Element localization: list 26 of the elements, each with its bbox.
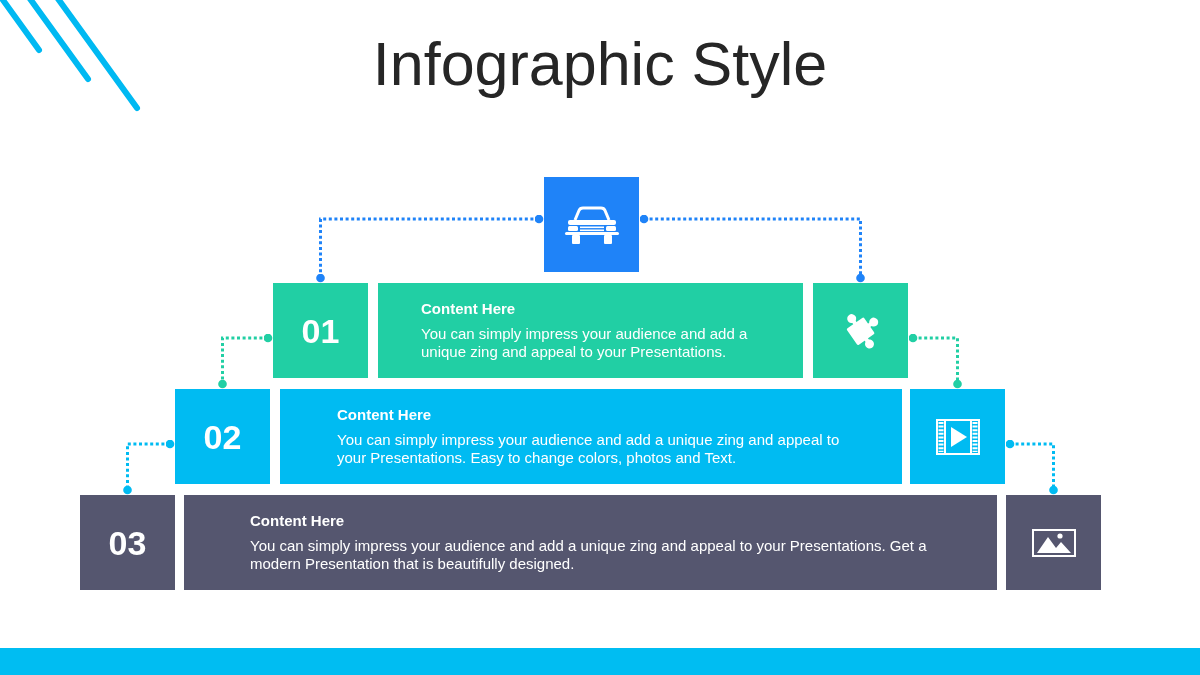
dotted-connector <box>218 333 273 389</box>
content-heading: Content Here <box>421 300 516 318</box>
step-number: 02 <box>203 417 242 456</box>
content-panel <box>378 283 803 378</box>
content-heading: Content Here <box>337 406 432 424</box>
icon-tile <box>1006 495 1101 590</box>
dotted-connector <box>1005 439 1058 495</box>
icon-tile <box>813 283 908 378</box>
content-panel <box>280 389 902 484</box>
step-number: 03 <box>108 523 147 562</box>
content-panel <box>184 495 997 590</box>
content-text: You can simply impress your audience and add a unique zing and appeal to your Presentations. Easy to change colors, photos and Text. <box>337 431 841 467</box>
dotted-connector <box>908 333 962 389</box>
number-tile <box>80 495 175 590</box>
content-text: You can simply impress your audience and add a unique zing and appeal to your Presentations. <box>421 325 749 361</box>
content-heading: Content Here <box>250 512 345 530</box>
icon-tile <box>910 389 1005 484</box>
icon-tile <box>544 177 639 272</box>
number-tile <box>175 389 270 484</box>
number-tile <box>273 283 368 378</box>
dotted-connector <box>639 214 865 283</box>
slide-title: Infographic Style <box>372 30 828 98</box>
dotted-connector <box>123 439 175 495</box>
content-text: You can simply impress your audience and add a unique zing and appeal to your Presentations. Get a modern Presentation that is beautifully designed. <box>250 537 928 573</box>
step-number: 01 <box>301 311 340 350</box>
dotted-connector <box>316 214 544 283</box>
